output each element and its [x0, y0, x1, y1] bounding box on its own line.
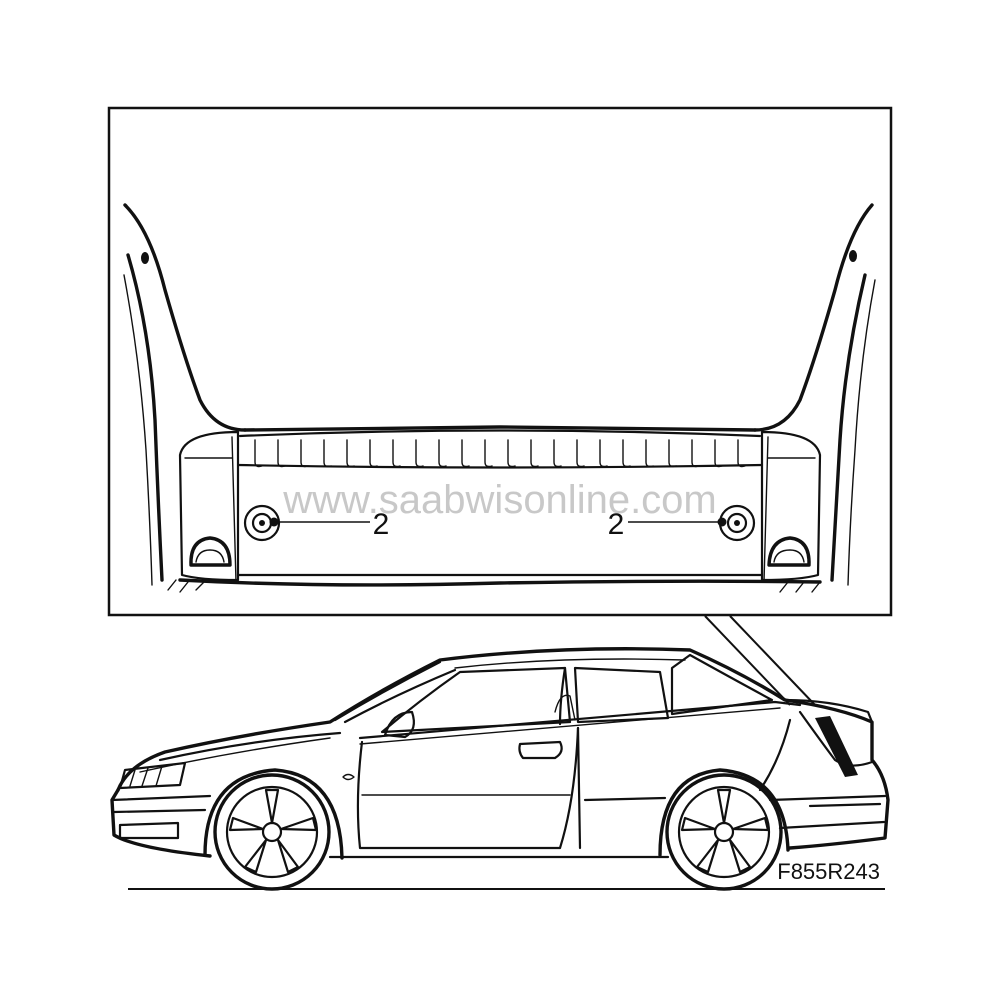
- leader-line-right: [628, 517, 727, 527]
- callout-label-left: 2: [373, 508, 390, 541]
- pillar-hole-right: [849, 250, 857, 262]
- callout-label-right: 2: [608, 508, 625, 541]
- trim-location-marker: [815, 716, 858, 777]
- inset-pointer: [704, 615, 816, 706]
- rear-trim-panel: [123, 203, 876, 593]
- rear-wheel: [665, 773, 783, 891]
- pillar-hole-left: [141, 252, 149, 264]
- leader-line-left: [269, 517, 370, 527]
- panel-ribs: [254, 439, 746, 468]
- watermark: www.saabwisonline.com: [282, 478, 717, 522]
- detail-inset-frame: [107, 106, 893, 617]
- figure-code: F855R243: [777, 859, 880, 884]
- clip-recess-right: [767, 536, 811, 567]
- front-wheel: [213, 773, 331, 891]
- clip-recess-left: [189, 536, 232, 567]
- car-side-view: [110, 647, 890, 890]
